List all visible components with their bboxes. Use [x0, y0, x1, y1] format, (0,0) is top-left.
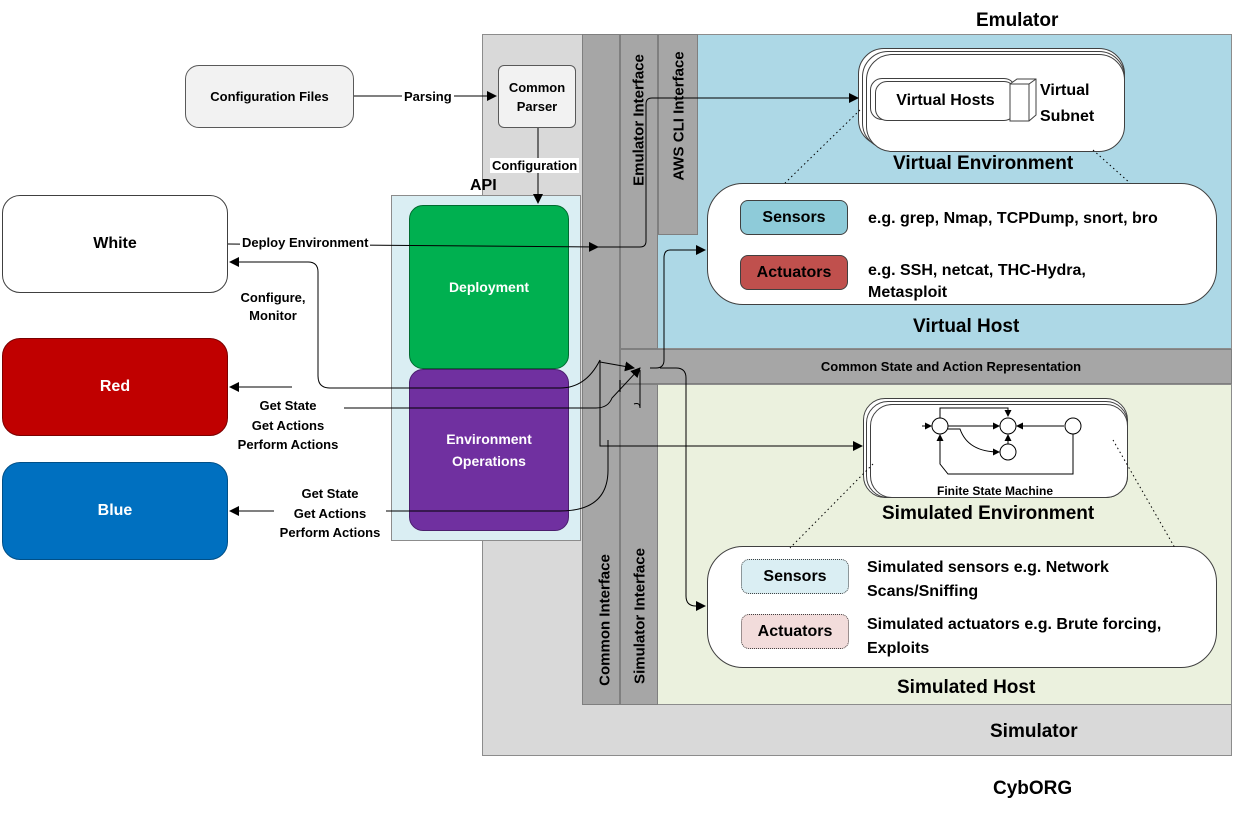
common-state-bar: Common State and Action Representation: [620, 349, 1232, 384]
configuration-label: Configuration: [490, 158, 580, 173]
cyborg-title: CybORG: [993, 778, 1073, 799]
red-actions-label: Get State Get Actions Perform Actions: [232, 396, 344, 455]
virtual-environment-label: Virtual Environment: [893, 153, 1074, 174]
red-agent-label: Red: [99, 378, 131, 395]
simulator-title: Simulator: [990, 721, 1078, 742]
blue-agent-box: Blue: [2, 462, 228, 560]
environment-operations-label: Environment Operations: [446, 431, 532, 469]
fsm-graph: [900, 404, 1100, 484]
common-parser-label: Common Parser: [508, 79, 566, 114]
emu-sensors-label: Sensors: [762, 208, 826, 226]
emu-actuators-examples: e.g. SSH, netcat, THC-Hydra, Metasploit: [868, 262, 1086, 301]
virtual-host-label: Virtual Host: [913, 316, 1020, 337]
simulated-host-label: Simulated Host: [897, 677, 1036, 698]
virtual-hosts-box: Virtual Hosts: [875, 81, 1016, 121]
emu-sensors-box: Sensors: [740, 200, 848, 235]
environment-operations-box: Environment Operations: [409, 369, 569, 531]
sim-actuators-label: Actuators: [757, 622, 833, 640]
virtual-subnet-label: Virtual Subnet: [1040, 82, 1095, 125]
finite-state-machine-label: Finite State Machine: [937, 484, 1054, 498]
configuration-files-box: Configuration Files: [185, 65, 354, 128]
white-agent-box: White: [2, 195, 228, 293]
sim-sensors-box: Sensors: [741, 559, 849, 594]
sim-sensors-label: Sensors: [763, 567, 827, 585]
deploy-environment-label: Deploy Environment: [240, 235, 371, 250]
emu-actuators-label: Actuators: [756, 263, 832, 281]
sim-sensors-examples: Simulated sensors e.g. Network Scans/Sni…: [867, 559, 1109, 600]
configure-monitor-label: Configure, Monitor: [238, 289, 308, 325]
common-interface-bar: [582, 34, 620, 705]
blue-agent-label: Blue: [97, 502, 133, 519]
deployment-box: Deployment: [409, 205, 569, 369]
sim-actuators-examples: Simulated actuators e.g. Brute forcing, …: [867, 616, 1162, 657]
white-agent-label: White: [93, 235, 137, 252]
api-label: API: [470, 177, 497, 194]
virtual-hosts-label: Virtual Hosts: [896, 92, 995, 109]
simulator-interface-bar: [620, 384, 658, 705]
virtual-subnet-icon: [1009, 78, 1037, 122]
simulated-environment-label: Simulated Environment: [882, 503, 1095, 524]
parsing-label: Parsing: [402, 89, 454, 104]
emu-sensors-examples: e.g. grep, Nmap, TCPDump, snort, bro: [868, 210, 1158, 227]
configuration-files-label: Configuration Files: [210, 89, 329, 104]
sim-actuators-box: Actuators: [741, 614, 849, 649]
emulator-interface-bar: [620, 34, 658, 349]
blue-actions-label: Get State Get Actions Perform Actions: [274, 484, 386, 543]
deployment-label: Deployment: [448, 279, 530, 295]
emu-actuators-box: Actuators: [740, 255, 848, 290]
emulator-title: Emulator: [976, 10, 1059, 31]
aws-cli-interface-bar: [658, 34, 698, 235]
common-parser-box: Common Parser: [498, 65, 576, 128]
common-state-label: Common State and Action Representation: [820, 359, 1082, 374]
red-agent-box: Red: [2, 338, 228, 436]
